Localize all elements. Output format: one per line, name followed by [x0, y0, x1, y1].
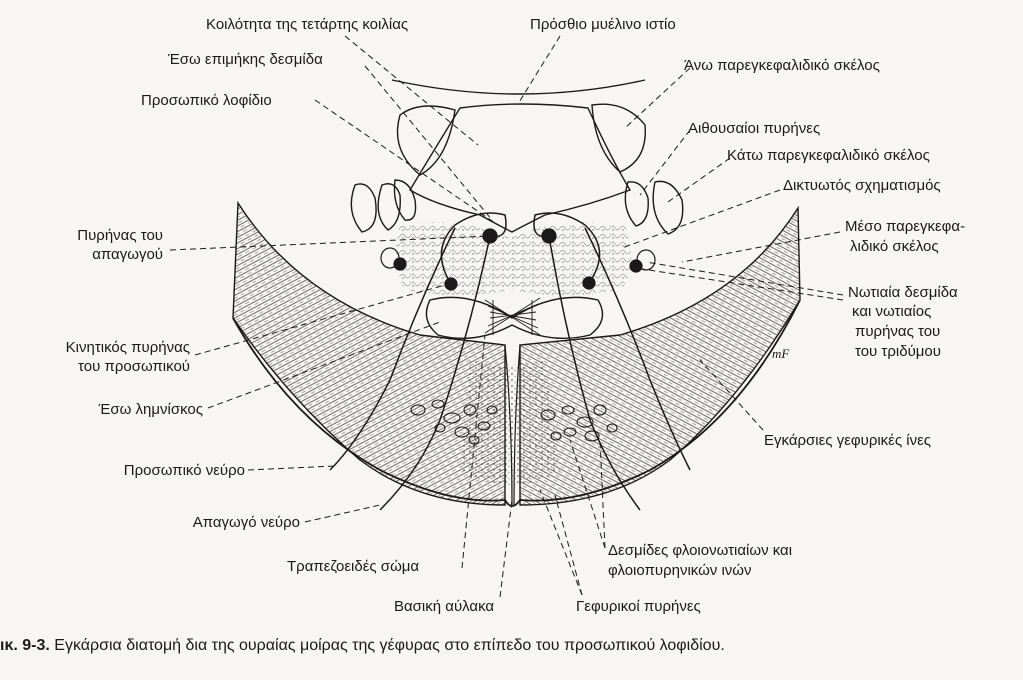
- label-middle-cerebellar-peduncle-line1: Μέσο παρεγκεφα-: [845, 218, 966, 235]
- inferior-cerebellar-peduncle-right: [652, 180, 684, 235]
- spinal-trigeminal-tract-left: [380, 247, 400, 269]
- label-abducens-nerve: Απαγωγό νεύρο: [192, 514, 300, 531]
- superior-cerebellar-peduncle-left: [396, 105, 456, 176]
- facial-nerve-loop-right: [533, 212, 601, 284]
- figure-caption: ικ. 9-3. Εγκάρσια διατομή δια της ουραία…: [0, 636, 1023, 656]
- corticospinal-bundles-right: [540, 404, 618, 442]
- reticular-formation-area: [396, 221, 632, 295]
- spinal-trigeminal-nucleus-right: [629, 259, 643, 273]
- label-spinal-trigeminal-line1: Νωτιαία δεσμίδα: [848, 284, 958, 301]
- label-inferior-cerebellar-peduncle: Κάτω παρεγκεφαλιδικό σκέλος: [727, 147, 930, 164]
- spinal-trigeminal-nucleus-left: [393, 257, 407, 271]
- nuclei: [380, 228, 656, 291]
- label-facial-motor-nucleus-line1: Κινητικός πυρήνας: [65, 339, 190, 356]
- vestibular-nuclei-left: [377, 183, 401, 231]
- inferior-cerebellar-peduncle-left: [350, 183, 377, 233]
- label-facial-colliculus: Προσωπικό λοφίδιο: [141, 92, 272, 109]
- label-facial-motor-nucleus-line2: του προσωπικού: [78, 358, 190, 375]
- anterior-medullary-velum: [391, 79, 646, 95]
- label-corticospinal-line1: Δεσμίδες φλοιονωτιαίων και: [608, 542, 793, 559]
- label-fourth-ventricle: Κοιλότητα της τετάρτης κοιλίας: [206, 16, 409, 33]
- fourth-ventricle-outline: [409, 103, 632, 233]
- dorsal-pons: [350, 79, 684, 235]
- facial-nerve-right: [584, 227, 691, 471]
- trapezoid-body: [484, 297, 541, 336]
- label-anterior-medullary-velum: Πρόσθιο μυέλινο ιστίο: [530, 16, 676, 33]
- leader-lines: [169, 35, 844, 598]
- corticospinal-bundles-left: [410, 399, 498, 445]
- label-spinal-trigeminal-line2: και νωτιαίος: [852, 303, 932, 320]
- label-pontine-nuclei: Γεφυρικοί πυρήνες: [576, 598, 701, 615]
- tegmentum: [396, 221, 632, 340]
- label-spinal-trigeminal-line4: του τριδύμου: [855, 343, 941, 360]
- vestibular-nuclei-right: [624, 181, 649, 227]
- spinal-trigeminal-tract-right: [636, 249, 656, 271]
- label-abducens-nucleus-line1: Πυρήνας του: [77, 227, 163, 244]
- label-vestibular-nuclei: Αιθουσαίοι πυρήνες: [688, 120, 821, 137]
- label-medial-lemniscus: Έσω λημνίσκος: [98, 401, 203, 418]
- figure-number: ικ. 9-3.: [0, 637, 50, 654]
- vestibular-nuclei-left-2: [393, 179, 417, 221]
- transverse-fiber-band-left: [232, 200, 506, 506]
- superior-cerebellar-peduncle-right: [591, 103, 646, 173]
- facial-nerve-loop-left: [440, 212, 507, 285]
- label-basilar-sulcus: Βασική αύλακα: [394, 598, 495, 615]
- label-middle-cerebellar-peduncle-line2: λιδικό σκέλος: [850, 238, 939, 255]
- label-medial-longitudinal-fasciculus: Έσω επιμήκης δεσμίδα: [168, 51, 323, 68]
- label-trapezoid-body: Τραπεζοειδές σώμα: [287, 558, 420, 575]
- pontine-nuclei-area: [460, 360, 560, 485]
- label-facial-nerve: Προσωπικό νεύρο: [123, 462, 245, 479]
- label-superior-cerebellar-peduncle: Άνω παρεγκεφαλιδικό σκέλος: [684, 57, 880, 74]
- abducens-nerve-left: [379, 235, 491, 511]
- nerve-fibers: [329, 212, 691, 511]
- basilar-outline-bottom: [232, 299, 801, 507]
- label-spinal-trigeminal-line3: πυρήνας του: [855, 323, 941, 340]
- figure-caption-text: Εγκάρσια διατομή δια της ουραίας μοίρας …: [54, 637, 725, 654]
- abducens-nerve-right: [548, 235, 641, 511]
- label-transverse-pontine-fibers: Εγκάρσιες γεφυρικές ίνες: [764, 432, 932, 449]
- pons-cross-section-drawing: mF: [169, 35, 844, 598]
- label-abducens-nucleus-line2: απαγωγού: [92, 246, 163, 263]
- label-reticular-formation: Δικτυωτός σχηματισμός: [783, 177, 941, 194]
- facial-nerve-left: [329, 227, 456, 471]
- medial-lemniscus: [425, 296, 604, 340]
- mf-mark: mF: [772, 346, 790, 361]
- label-corticospinal-line2: φλοιοπυρηνικών ινών: [608, 562, 752, 579]
